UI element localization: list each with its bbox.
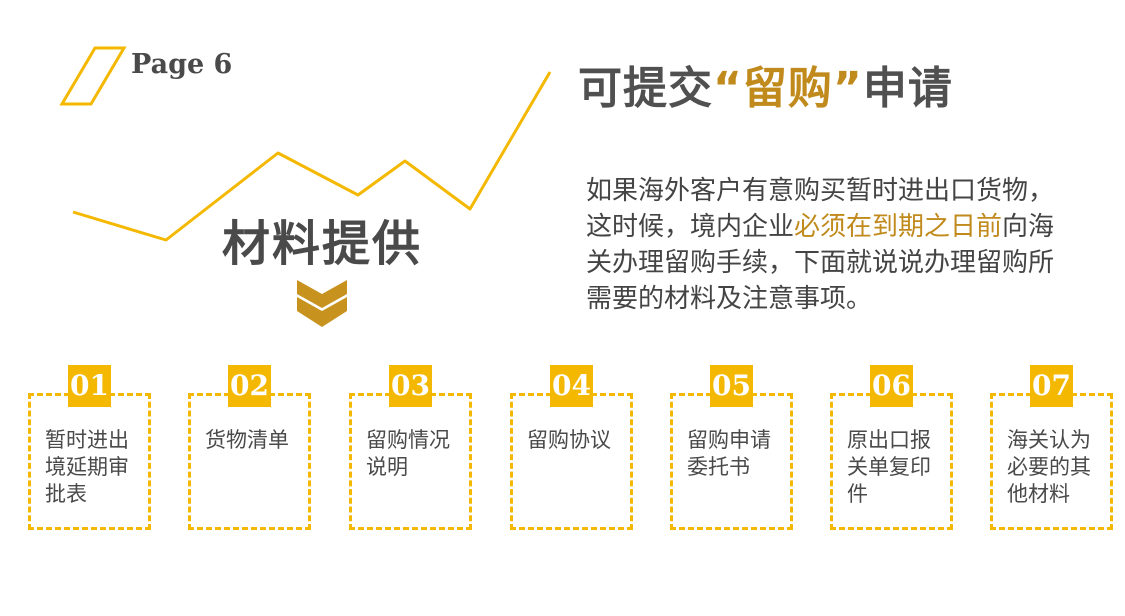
item-text: 货物清单	[205, 428, 289, 452]
item-number-badge: 02	[228, 365, 271, 407]
material-item-05: 05 留购申请委托书	[670, 365, 793, 530]
description-paragraph: 如果海外客户有意购买暂时进出口货物，这时候，境内企业必须在到期之日前向海关办理留…	[586, 173, 1066, 317]
description-part-2: 向海关办理留购手续，下面就说说办理留购所需要的材料及注意事项。	[586, 212, 1055, 314]
item-number-badge: 07	[1030, 365, 1073, 407]
corner-parallelogram-icon	[59, 46, 127, 106]
item-text: 留购协议	[527, 428, 611, 452]
material-item-03: 03 留购情况说明	[349, 365, 472, 530]
page-title: 可提交“留购”申请	[578, 56, 953, 122]
material-item-07: 07 海关认为必要的其他材料	[990, 365, 1113, 530]
page-label: Page 6	[131, 49, 233, 80]
material-item-02: 02 货物清单	[188, 365, 311, 530]
item-text: 原出口报关单复印件	[847, 428, 931, 506]
item-text: 海关认为必要的其他材料	[1007, 428, 1091, 506]
item-text: 留购申请委托书	[687, 428, 771, 479]
double-chevron-down-icon	[297, 280, 347, 327]
dashed-box	[510, 393, 633, 530]
item-text: 暂时进出境延期审批表	[45, 428, 129, 506]
description-highlight: 必须在到期之日前	[794, 212, 1003, 242]
item-text: 留购情况说明	[366, 428, 450, 479]
dashed-box	[188, 393, 311, 530]
title-suffix: 申请	[862, 63, 953, 114]
material-item-06: 06 原出口报关单复印件	[830, 365, 953, 530]
item-number-badge: 03	[389, 365, 432, 407]
description-part-1: 如果海外客户有意购买暂时进出口货物，这时候，境内企业	[586, 176, 1055, 242]
trend-line	[72, 71, 552, 242]
item-number-badge: 05	[710, 365, 753, 407]
title-highlight: “留购”	[713, 63, 863, 114]
section-heading: 材料提供	[222, 216, 423, 272]
item-number-badge: 06	[870, 365, 913, 407]
item-number-badge: 01	[68, 365, 111, 407]
item-number-badge: 04	[550, 365, 593, 407]
title-prefix: 可提交	[578, 63, 713, 114]
material-item-04: 04 留购协议	[510, 365, 633, 530]
material-item-01: 01 暂时进出境延期审批表	[28, 365, 151, 530]
